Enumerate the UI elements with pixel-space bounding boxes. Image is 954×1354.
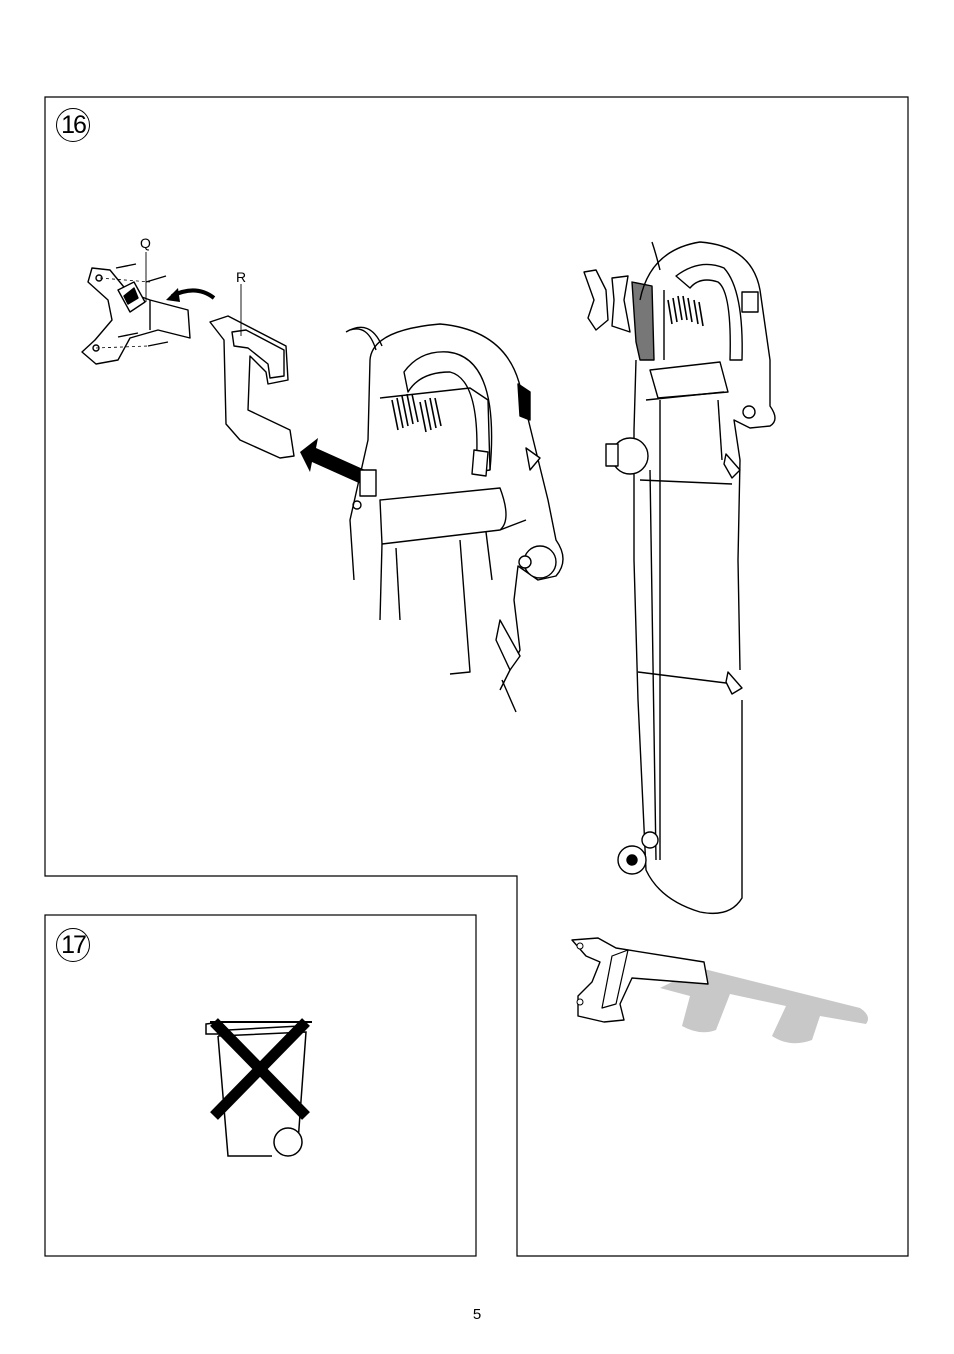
part-label-r: R bbox=[236, 269, 246, 285]
page-number: 5 bbox=[0, 1306, 954, 1323]
blower-full-drawing bbox=[584, 242, 775, 913]
blower-closeup-drawing bbox=[346, 324, 563, 712]
figure-17-panel-border bbox=[45, 915, 476, 1256]
bracket-q-drawing bbox=[82, 252, 190, 364]
part-label-q: Q bbox=[140, 235, 151, 251]
step-number-16: 16 bbox=[56, 108, 90, 142]
bracket-tube-drawing bbox=[572, 938, 868, 1043]
clip-r-drawing bbox=[210, 284, 294, 458]
crossed-out-wheelie-bin-icon bbox=[206, 1022, 312, 1156]
step-number-17: 17 bbox=[56, 928, 90, 962]
